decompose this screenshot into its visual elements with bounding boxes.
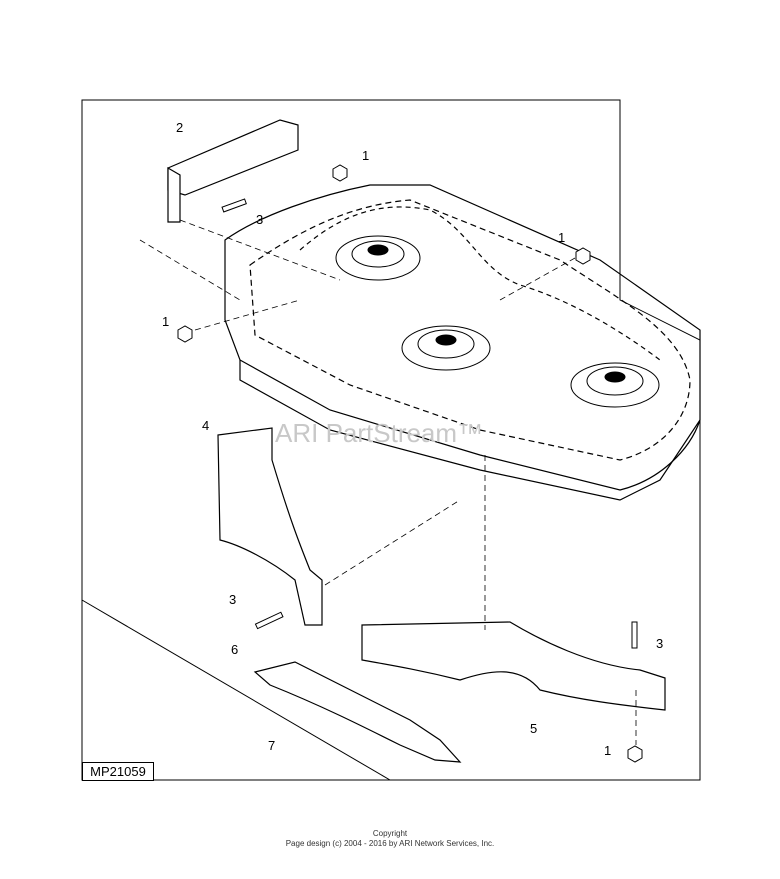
footer-copyright: Copyright: [372, 829, 408, 838]
nut-parts: [177, 164, 643, 763]
baffle-left-part: [217, 427, 323, 626]
callout-nut-bottom: 1: [604, 743, 611, 758]
baffle-right-part: [361, 621, 666, 711]
spindle-right: [570, 362, 660, 408]
watermark: ARI PartStream™: [275, 418, 483, 448]
spindle-left: [335, 235, 421, 281]
callout-blade: 6: [231, 642, 238, 657]
callout-bolt-top: 3: [256, 212, 263, 227]
callout-labels: 1 2 3 1 1 4 3 3 6 7 5 1: [162, 120, 663, 758]
callout-nut-top: 1: [362, 148, 369, 163]
bolt-parts-lower: [254, 611, 638, 649]
callout-nut-right: 1: [558, 230, 565, 245]
mower-deck: [224, 184, 701, 501]
leader-lines: [139, 219, 637, 745]
footer-page-design: Page design (c) 2004 - 2016 by ARI Netwo…: [285, 839, 495, 848]
callout-nut-left: 1: [162, 314, 169, 329]
figure-id-box: MP21059: [82, 762, 154, 781]
callout-bolt-left: 3: [229, 592, 236, 607]
frame-diagonal: [81, 599, 391, 781]
bolt-part-top: [221, 198, 247, 213]
callout-bolt-right: 3: [656, 636, 663, 651]
callout-baffle-right: 5: [530, 721, 537, 736]
callout-baffle-left: 4: [202, 418, 209, 433]
callout-blade-assembly: 7: [268, 738, 275, 753]
spindle-center: [401, 325, 491, 371]
callout-bracket: 2: [176, 120, 183, 135]
bracket-part: [167, 119, 299, 223]
blade-part: [253, 661, 462, 763]
